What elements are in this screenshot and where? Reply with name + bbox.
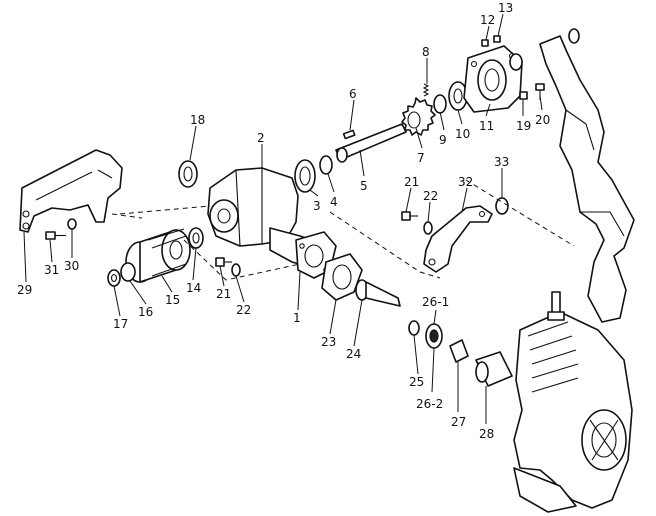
part-3-bearing — [294, 159, 316, 193]
part-31-bolt — [45, 231, 66, 240]
alignment-line-1 — [119, 205, 211, 215]
part-12-screw — [481, 39, 489, 47]
alignment-line-2 — [183, 239, 301, 281]
part-16-bushing — [120, 262, 136, 282]
part-22-washer-right — [423, 221, 433, 235]
part-26-bearing — [425, 323, 443, 349]
callout-7: 7 — [417, 151, 425, 165]
part-25-washer — [408, 320, 420, 336]
part-17-nut — [107, 269, 121, 287]
part-27-collar — [449, 339, 469, 363]
callout-15: 15 — [165, 293, 180, 307]
callout-27: 27 — [451, 415, 466, 429]
chain-guard — [539, 28, 635, 323]
callout-32: 32 — [458, 175, 473, 189]
part-11-flange-cover — [463, 45, 523, 113]
part-19-nut — [519, 91, 528, 100]
part-8-pin — [422, 83, 430, 97]
part-15-clutch-drum — [125, 228, 191, 283]
callout-3: 3 — [313, 199, 321, 213]
part-5-shaft — [335, 123, 407, 163]
callout-22-right: 22 — [423, 189, 438, 203]
callout-12: 12 — [480, 13, 495, 27]
alignment-line-5 — [111, 213, 143, 219]
callout-10: 10 — [455, 127, 470, 141]
callout-30: 30 — [64, 259, 79, 273]
part-13-screw — [493, 35, 501, 43]
part-24-shaft — [355, 279, 401, 307]
part-22-washer-left — [231, 263, 241, 277]
part-21-bolt-right — [401, 211, 418, 221]
callout-26-2: 26-2 — [416, 397, 443, 411]
part-7-sprocket — [401, 97, 436, 136]
callout-labels: 1 2 3 4 5 6 7 8 9 10 11 12 13 14 15 16 1… — [17, 1, 550, 441]
part-23-gasket — [321, 253, 363, 301]
callout-24: 24 — [346, 347, 361, 361]
part-33-bushing — [495, 197, 509, 215]
callout-16: 16 — [138, 305, 153, 319]
callout-29: 29 — [17, 283, 32, 297]
callout-4: 4 — [330, 195, 338, 209]
part-21-bolt-left — [215, 257, 232, 267]
callout-31: 31 — [44, 263, 59, 277]
callout-23: 23 — [321, 335, 336, 349]
part-4-snap-ring — [319, 155, 333, 175]
part-14-washer — [188, 227, 204, 249]
callout-5: 5 — [360, 179, 368, 193]
alignment-line-3 — [329, 211, 441, 279]
engine-block — [513, 291, 633, 513]
callout-9: 9 — [439, 133, 447, 147]
part-28-sleeve — [475, 351, 513, 387]
part-18-oil-seal — [178, 160, 198, 188]
callout-1: 1 — [293, 311, 301, 325]
callout-26-1: 26-1 — [422, 295, 449, 309]
part-32-arm — [423, 205, 493, 273]
callout-8: 8 — [422, 45, 430, 59]
part-2-gear-case — [207, 167, 319, 267]
callout-18: 18 — [190, 113, 205, 127]
callout-22-left: 22 — [236, 303, 251, 317]
callout-14: 14 — [186, 281, 201, 295]
callout-21-left: 21 — [216, 287, 231, 301]
callout-11: 11 — [479, 119, 494, 133]
part-9-washer — [433, 94, 447, 114]
callout-21-right: 21 — [404, 175, 419, 189]
callout-20: 20 — [535, 113, 550, 127]
top-washer — [509, 53, 523, 71]
part-6-key — [342, 129, 356, 140]
callout-25: 25 — [409, 375, 424, 389]
callout-2: 2 — [257, 131, 265, 145]
part-30-washer — [67, 218, 77, 230]
callout-6: 6 — [349, 87, 357, 101]
callout-13: 13 — [498, 1, 513, 15]
callout-28: 28 — [479, 427, 494, 441]
leader-lines — [23, 13, 543, 424]
callout-19: 19 — [516, 119, 531, 133]
alignment-line-4 — [465, 179, 575, 247]
callout-33: 33 — [494, 155, 509, 169]
part-29-bracket — [19, 149, 123, 233]
callout-17: 17 — [113, 317, 128, 331]
